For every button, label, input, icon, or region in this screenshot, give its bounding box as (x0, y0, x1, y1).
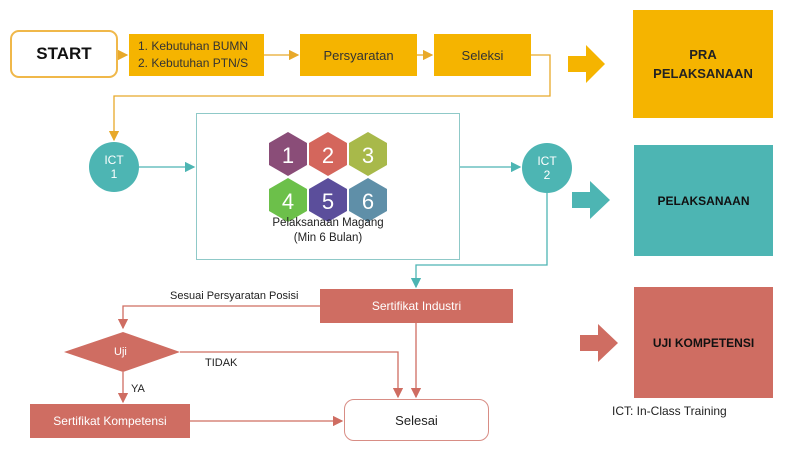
ict1-line2: 1 (110, 167, 118, 181)
hexagon-steps: 1 2 3 4 5 6 (269, 132, 387, 222)
phase-pre-box: PRA PELAKSANAAN (633, 10, 773, 118)
teal-connectors (139, 161, 548, 289)
phase-pre-line2: PELAKSANAAN (653, 66, 753, 81)
ict1-line1: ICT (104, 153, 124, 167)
phase-competency-test-label: UJI KOMPETENSI (652, 335, 755, 350)
requirements-label: Persyaratan (323, 47, 394, 63)
block-arrow-red (580, 324, 618, 362)
competency-certificate-box: Sertifikat Kompetensi (30, 404, 190, 438)
selection-box: Seleksi (434, 34, 531, 76)
finish-box: Selesai (344, 399, 489, 441)
svg-text:1: 1 (282, 143, 294, 168)
hex-step-3: 3 (349, 132, 387, 176)
finish-label: Selesai (395, 412, 438, 428)
hex-step-2: 2 (309, 132, 347, 176)
need-ptn: 2. Kebutuhan PTN/S (138, 56, 249, 70)
block-arrow-teal (572, 181, 610, 219)
svg-text:6: 6 (362, 189, 374, 214)
ict-legend-note: ICT: In-Class Training (612, 404, 727, 418)
red-connectors (117, 305, 422, 427)
needs-box: 1. Kebutuhan BUMN 2. Kebutuhan PTN/S (129, 34, 264, 76)
phase-pre-line1: PRA (689, 47, 717, 62)
block-arrow-orange (568, 45, 605, 83)
ict2-line2: 2 (543, 168, 551, 182)
svg-text:3: 3 (362, 143, 374, 168)
decision-label: Uji (114, 346, 127, 358)
ict1-circle: ICT 1 (89, 142, 139, 192)
hex-step-1: 1 (269, 132, 307, 176)
phase-execution-box: PELAKSANAAN (634, 145, 773, 256)
hex-step-5: 5 (309, 178, 347, 222)
need-bumn: 1. Kebutuhan BUMN (138, 39, 249, 53)
match-requirements-label: Sesuai Persyaratan Posisi (170, 290, 299, 302)
svg-text:4: 4 (282, 189, 294, 214)
ict2-line1: ICT (537, 154, 557, 168)
phase-competency-test-box: UJI KOMPETENSI (634, 287, 773, 398)
start-label: START (36, 44, 92, 63)
internship-title: Pelaksanaan Magang (272, 217, 384, 229)
selection-label: Seleksi (461, 47, 504, 63)
ict2-circle: ICT 2 (522, 143, 572, 193)
internship-caption: Pelaksanaan Magang (Min 6 Bulan) (196, 216, 460, 246)
hex-step-4: 4 (269, 178, 307, 222)
competency-certificate-label: Sertifikat Kompetensi (53, 414, 167, 428)
industry-certificate-label: Sertifikat Industri (371, 299, 462, 313)
hex-step-6: 6 (349, 178, 387, 222)
svg-text:5: 5 (322, 189, 334, 214)
internship-box: 1 2 3 4 5 6 (196, 113, 460, 260)
industry-certificate-box: Sertifikat Industri (320, 289, 513, 323)
phase-execution-label: PELAKSANAAN (657, 193, 750, 208)
no-label: TIDAK (205, 357, 238, 369)
requirements-box: Persyaratan (300, 34, 417, 76)
phase-pre-label: PRA PELAKSANAAN (653, 45, 753, 83)
svg-text:2: 2 (322, 143, 334, 168)
orange-connectors (108, 49, 551, 142)
decision-diamond (64, 332, 180, 372)
start-box: START (10, 30, 118, 78)
internship-duration: (Min 6 Bulan) (293, 232, 363, 244)
yes-label: YA (131, 383, 145, 395)
